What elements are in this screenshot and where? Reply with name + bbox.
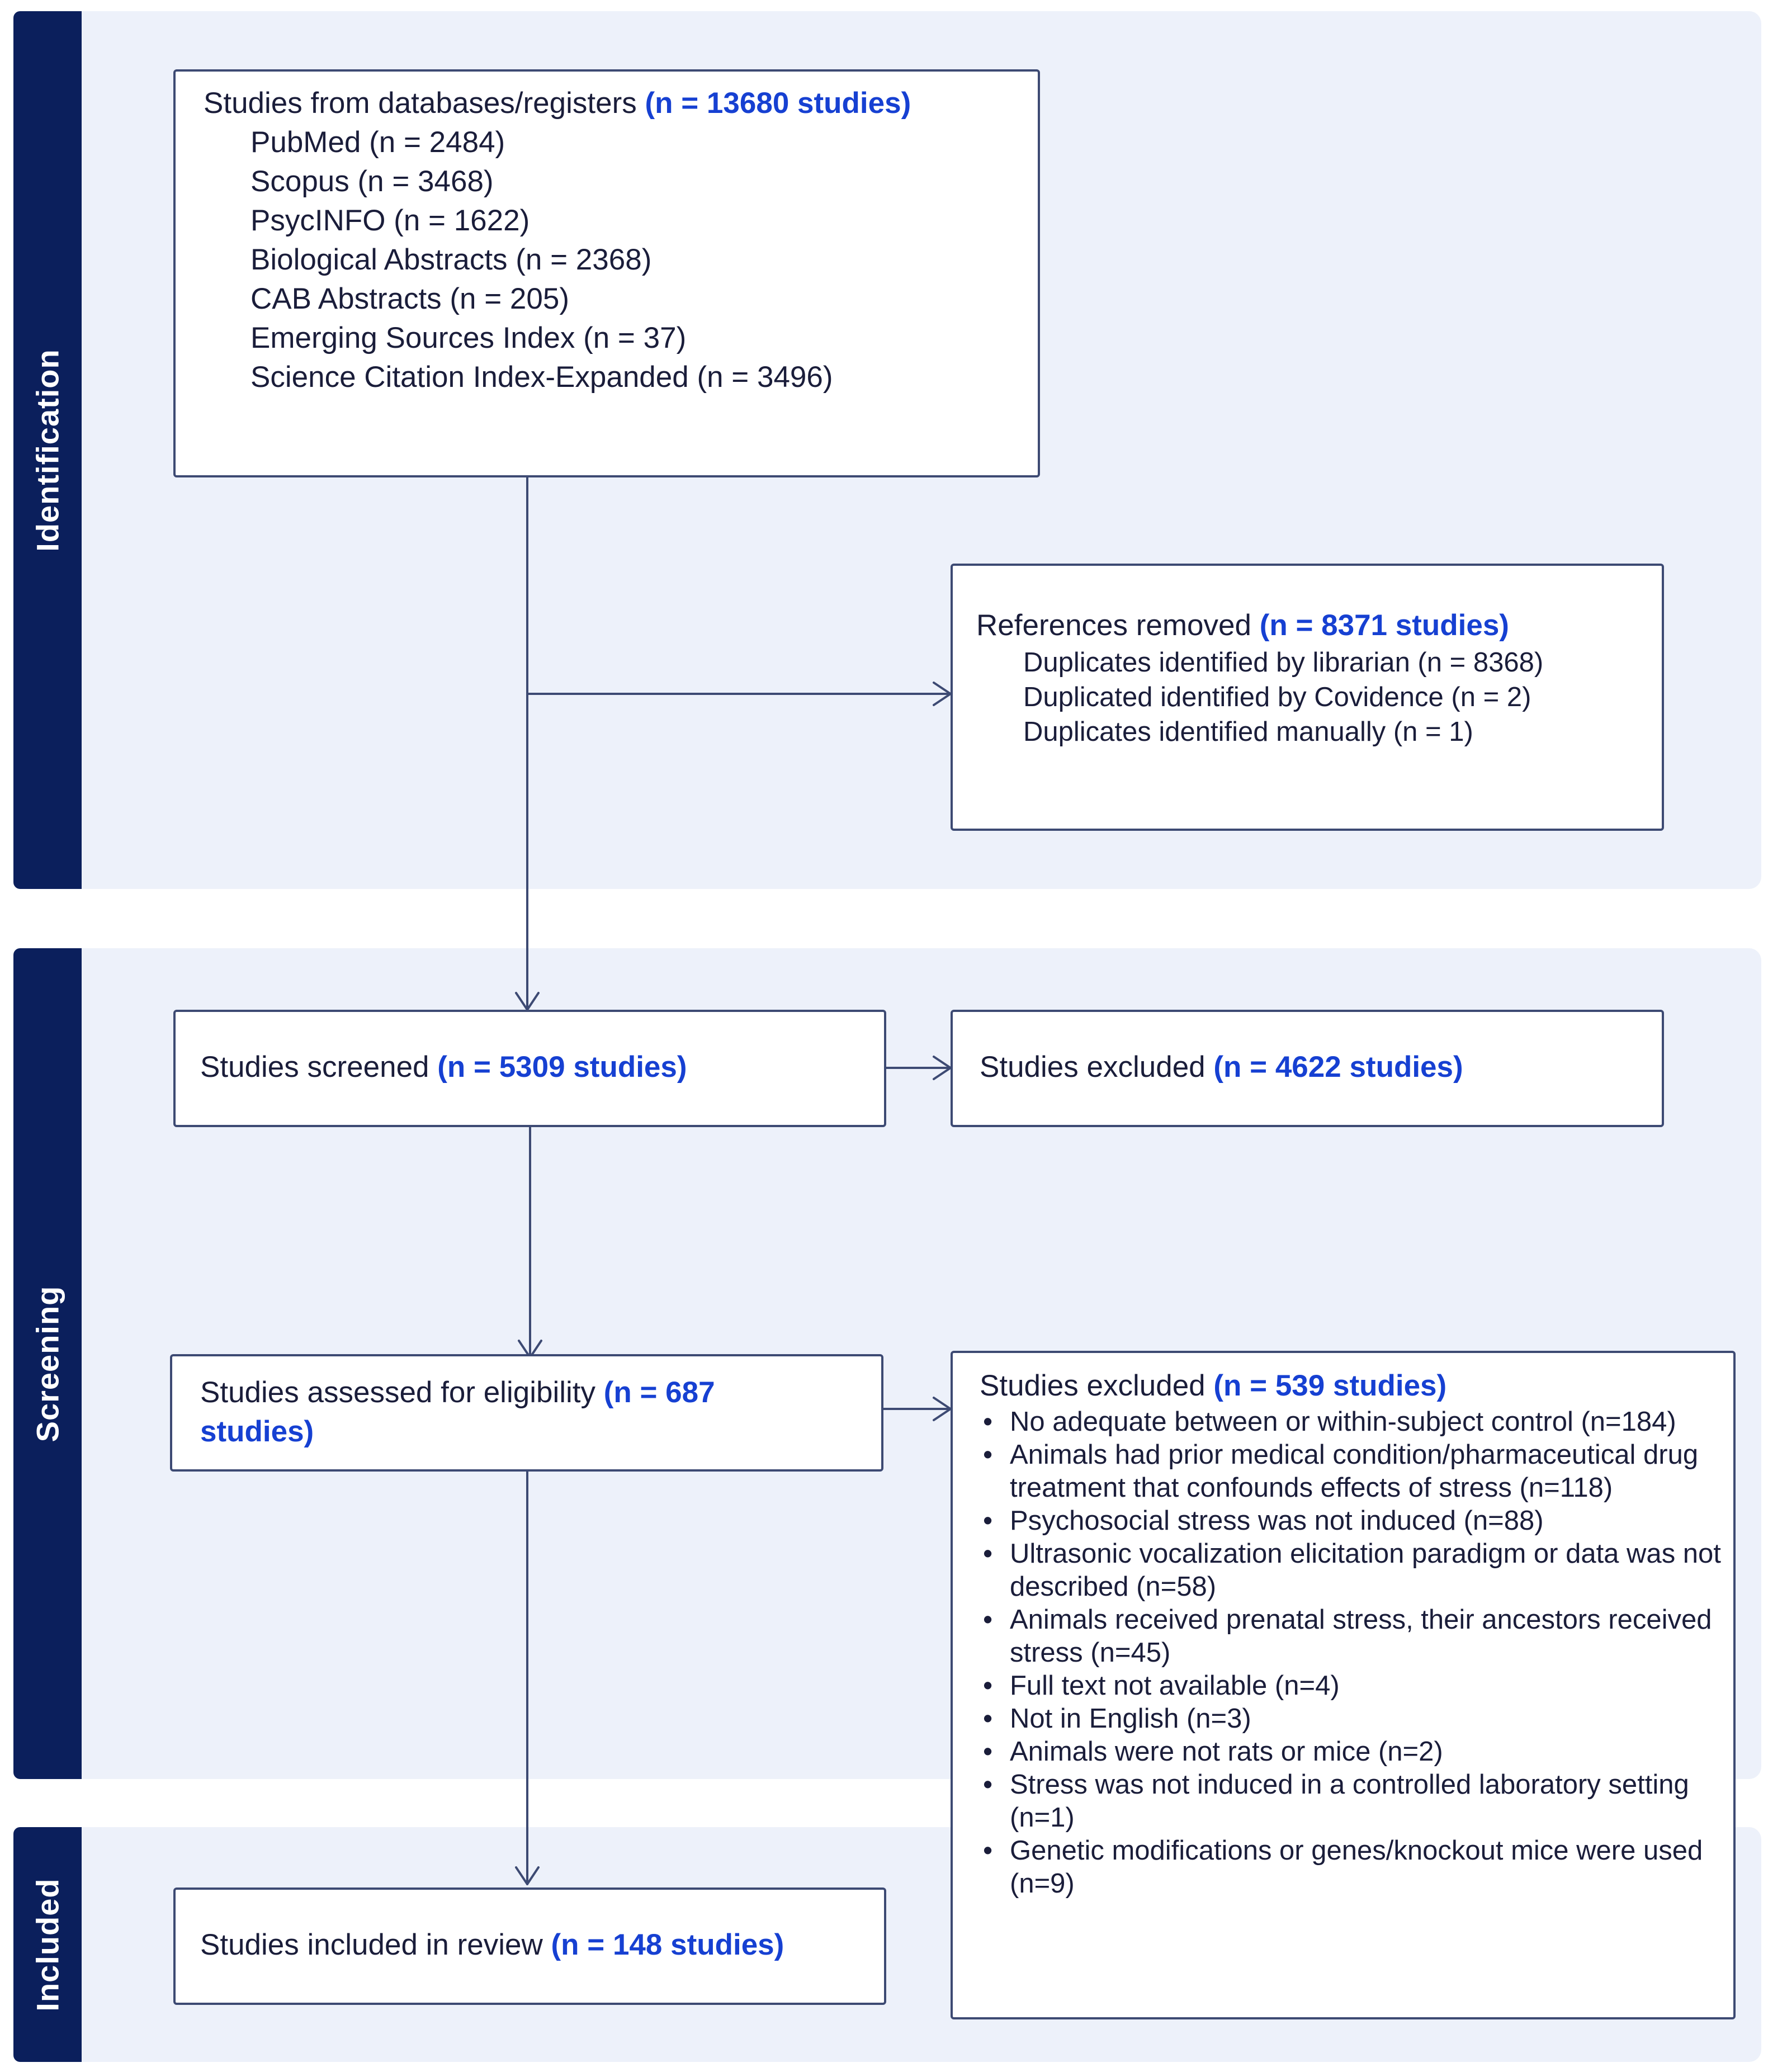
excluded-eligibility-label: Studies excluded xyxy=(980,1369,1206,1402)
studies-included-box: Studies included in review (n = 148 stud… xyxy=(173,1887,886,2005)
removed-label: References removed xyxy=(976,609,1251,642)
exclusion-reason: Full text not available (n=4) xyxy=(980,1669,1722,1702)
exclusion-reasons-list: No adequate between or within-subject co… xyxy=(980,1406,1722,1900)
removed-item: Duplicates identified manually (n = 1) xyxy=(1023,717,1473,747)
identification-sidebar: Identification xyxy=(13,11,82,889)
arrowhead-included xyxy=(515,1866,540,1885)
source-item: CAB Abstracts (n = 205) xyxy=(250,282,570,315)
exclusion-reason: Animals had prior medical condition/phar… xyxy=(980,1439,1722,1505)
eligibility-box: Studies assessed for eligibility (n = 68… xyxy=(170,1354,883,1472)
screening-sidebar: Screening xyxy=(13,948,82,1779)
removed-item: Duplicated identified by Covidence (n = … xyxy=(1023,682,1531,712)
removed-item: Duplicates identified by librarian (n = … xyxy=(1023,647,1544,678)
studies-excluded-eligibility-box: Studies excluded (n = 539 studies) No ad… xyxy=(951,1351,1736,2019)
databases-heading: Studies from databases/registers (n = 13… xyxy=(204,84,1038,123)
exclusion-reason: Stress was not induced in a controlled l… xyxy=(980,1768,1722,1834)
exclusion-reason: Animals were not rats or mice (n=2) xyxy=(980,1735,1722,1768)
studies-excluded-screening-box: Studies excluded (n = 4622 studies) xyxy=(951,1010,1664,1127)
exclusion-reason: Not in English (n=3) xyxy=(980,1702,1722,1735)
excluded-eligibility-count: (n = 539 studies) xyxy=(1213,1369,1447,1402)
screened-label: Studies screened xyxy=(200,1051,429,1084)
source-item: Emerging Sources Index (n = 37) xyxy=(250,321,687,354)
exclusion-reason: No adequate between or within-subject co… xyxy=(980,1406,1722,1439)
exclusion-reason: Animals received prenatal stress, their … xyxy=(980,1603,1722,1669)
removed-count: (n = 8371 studies) xyxy=(1259,609,1509,642)
databases-label: Studies from databases/registers xyxy=(204,87,637,120)
excluded-eligibility-heading: Studies excluded (n = 539 studies) xyxy=(980,1366,1722,1406)
removed-heading: References removed (n = 8371 studies) xyxy=(976,606,1662,645)
references-removed-box: References removed (n = 8371 studies) Du… xyxy=(951,564,1664,831)
studies-screened-box: Studies screened (n = 5309 studies) xyxy=(173,1010,886,1127)
databases-box: Studies from databases/registers (n = 13… xyxy=(173,69,1040,477)
exclusion-reason: Psychosocial stress was not induced (n=8… xyxy=(980,1505,1722,1538)
source-item: Science Citation Index-Expanded (n = 349… xyxy=(250,361,833,394)
included-label-text: Studies included in review xyxy=(200,1928,543,1961)
eligibility-label: Studies assessed for eligibility xyxy=(200,1376,596,1409)
source-item: PubMed (n = 2484) xyxy=(250,126,505,159)
exclusion-reason: Genetic modifications or genes/knockout … xyxy=(980,1834,1722,1900)
included-count: (n = 148 studies) xyxy=(551,1928,784,1961)
databases-count: (n = 13680 studies) xyxy=(645,87,911,120)
eligibility-count: (n = 687 xyxy=(603,1376,715,1409)
source-item: Scopus (n = 3468) xyxy=(250,165,494,198)
eligibility-count-continued: studies) xyxy=(200,1415,314,1448)
excluded-screening-label: Studies excluded xyxy=(980,1051,1206,1084)
source-item: Biological Abstracts (n = 2368) xyxy=(250,243,652,276)
excluded-screening-count: (n = 4622 studies) xyxy=(1213,1051,1463,1084)
exclusion-reason: Ultrasonic vocalization elicitation para… xyxy=(980,1538,1722,1603)
screened-count: (n = 5309 studies) xyxy=(437,1051,687,1084)
source-item: PsycINFO (n = 1622) xyxy=(250,204,530,237)
included-sidebar: Included xyxy=(13,1827,82,2062)
